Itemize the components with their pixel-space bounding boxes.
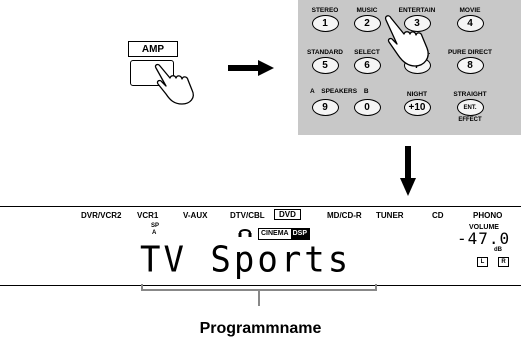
cinema-label: CINEMA bbox=[261, 230, 289, 237]
remote-key-pure-direct[interactable]: PURE DIRECT 8 bbox=[441, 48, 499, 74]
right-arrow-icon bbox=[228, 60, 274, 76]
key-button[interactable]: +10 bbox=[403, 99, 431, 116]
remote-key-movie[interactable]: MOVIE 4 bbox=[441, 6, 499, 32]
key-label: MOVIE bbox=[459, 7, 481, 14]
key-label: STRAIGHT bbox=[453, 91, 487, 98]
key-button[interactable]: 4 bbox=[456, 15, 484, 32]
key-button[interactable]: ENT. bbox=[456, 99, 484, 116]
key-label: PURE DIRECT bbox=[447, 49, 493, 56]
key-button[interactable]: 8 bbox=[456, 57, 484, 74]
key-label: STANDARD bbox=[307, 49, 343, 56]
program-name-display: TV Sports bbox=[140, 239, 352, 281]
key-button[interactable]: 5 bbox=[311, 57, 339, 74]
input-dtv-cbl: DTV/CBL bbox=[230, 211, 265, 220]
remote-key-entertain[interactable]: ENTERTAIN 3 bbox=[388, 6, 446, 32]
speaker-a-label: A bbox=[310, 88, 315, 95]
channel-left-indicator: L bbox=[477, 257, 488, 267]
headphone-icon bbox=[238, 229, 252, 237]
key-label: ENTERTAIN bbox=[398, 7, 436, 14]
key-button[interactable]: 6 bbox=[353, 57, 381, 74]
input-dvr-vcr2: DVR/VCR2 bbox=[81, 211, 122, 220]
key-button[interactable]: 9 bbox=[311, 99, 339, 116]
hand-pressing-remote-icon bbox=[384, 15, 429, 67]
input-dvd-selected: DVD bbox=[274, 209, 301, 220]
speaker-b-label: B bbox=[363, 88, 369, 95]
effect-label: EFFECT bbox=[458, 117, 482, 123]
input-phono: PHONO bbox=[473, 211, 503, 220]
sp-label: SP bbox=[151, 223, 160, 229]
key-label: SELECT bbox=[354, 49, 380, 56]
remote-key-standard[interactable]: STANDARD 5 bbox=[296, 48, 354, 74]
input-cd: CD bbox=[432, 211, 444, 220]
remote-key-select[interactable]: SELECT 6 bbox=[338, 48, 396, 74]
speakers-label: SPEAKERS bbox=[321, 88, 358, 95]
program-name-bracket bbox=[141, 284, 377, 306]
key-button[interactable]: 2 bbox=[353, 15, 381, 32]
amp-label: AMP bbox=[128, 41, 178, 57]
remote-panel: STEREO 1 MUSIC 2 ENTERTAIN 3 MOVIE 4 STA… bbox=[298, 0, 521, 135]
input-vcr1: VCR1 bbox=[137, 211, 159, 220]
key-button[interactable]: 3 bbox=[403, 15, 431, 32]
hand-pointer-icon bbox=[154, 63, 194, 105]
remote-key-night[interactable]: NIGHT +10 bbox=[388, 90, 446, 116]
down-arrow-icon bbox=[400, 146, 416, 196]
remote-key-straight[interactable]: STRAIGHT ENT. EFFECT bbox=[441, 90, 499, 125]
volume-value: -47.0 bbox=[457, 229, 511, 248]
remote-key-9[interactable]: 9 bbox=[296, 90, 354, 116]
remote-key-stereo[interactable]: STEREO 1 bbox=[296, 6, 354, 32]
input-md-cd-r: MD/CD-R bbox=[327, 211, 362, 220]
volume-unit: dB bbox=[494, 247, 502, 253]
dsp-label: DSP bbox=[290, 229, 310, 239]
cinema-dsp-indicator: CINEMA DSP bbox=[258, 228, 311, 240]
remote-key-0[interactable]: 0 bbox=[338, 90, 396, 116]
program-name-caption: Programmname bbox=[199, 320, 322, 337]
key-label: MUSIC bbox=[356, 7, 378, 14]
channel-right-indicator: R bbox=[498, 257, 509, 267]
front-panel-display: DVR/VCR2 VCR1 V-AUX DTV/CBL DVD MD/CD-R … bbox=[0, 206, 521, 286]
key-label: STEREO bbox=[311, 7, 339, 14]
sp-indicator: A bbox=[152, 230, 157, 236]
key-button[interactable]: 0 bbox=[353, 99, 381, 116]
input-v-aux: V-AUX bbox=[183, 211, 208, 220]
volume-label: VOLUME bbox=[469, 224, 499, 231]
key-button[interactable]: 1 bbox=[311, 15, 339, 32]
speakers-label-row: A SPEAKERS B bbox=[310, 88, 400, 95]
input-tuner: TUNER bbox=[376, 211, 404, 220]
remote-key-music[interactable]: MUSIC 2 bbox=[338, 6, 396, 32]
key-label: NIGHT bbox=[406, 91, 428, 98]
